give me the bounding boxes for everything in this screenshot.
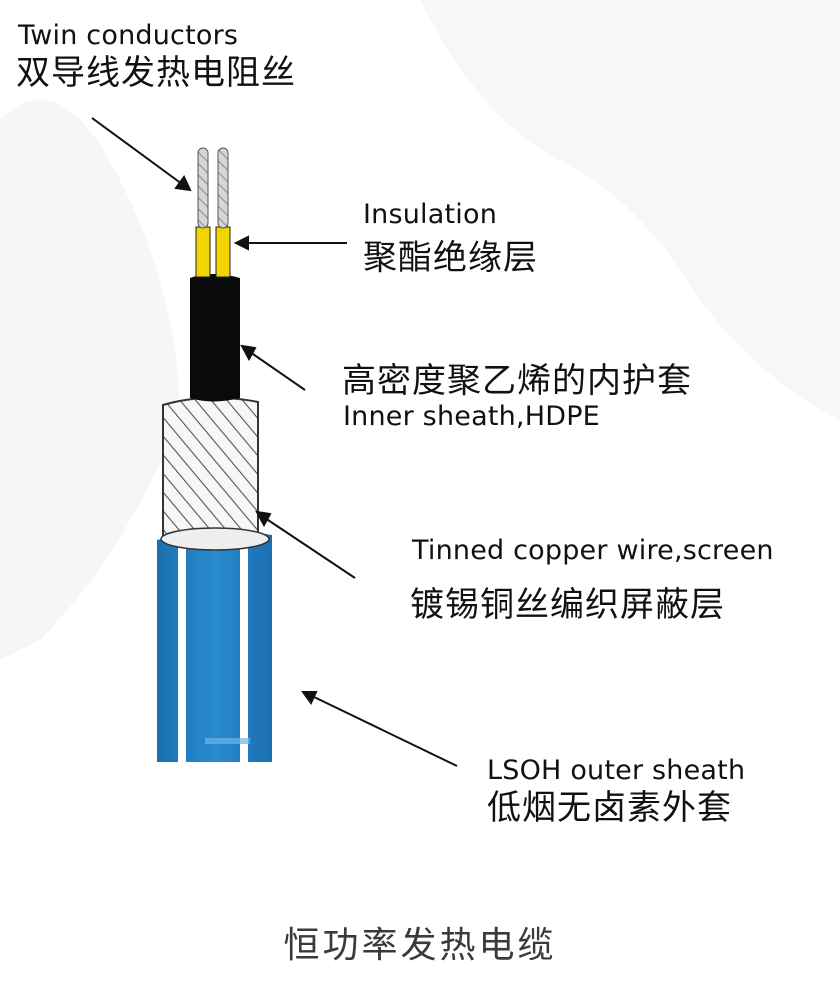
background-shape	[0, 100, 180, 660]
insulation-label-zh: 聚酯绝缘层	[363, 238, 538, 278]
conductors-label-en: Twin conductors	[18, 20, 239, 51]
outer-sheath-stripe	[240, 540, 248, 762]
background-shape	[420, 0, 840, 420]
inner-sheath-label-en: Inner sheath,HDPE	[343, 401, 600, 432]
outer-sheath-label-en: LSOH outer sheath	[487, 755, 746, 786]
diagram-caption: 恒功率发热电缆	[283, 925, 557, 966]
inner-sheath	[190, 274, 240, 402]
insulation	[195, 226, 231, 278]
screen-label-en: Tinned copper wire,screen	[412, 535, 774, 566]
inner-sheath-label-zh: 高密度聚乙烯的内护套	[342, 361, 692, 401]
copper-screen	[160, 396, 270, 551]
screen-label-zh: 镀锡铜丝编织屏蔽层	[410, 585, 725, 625]
pointer-arrows	[91, 117, 458, 767]
outer-sheath-label-zh: 低烟无卤素外套	[487, 788, 732, 828]
insulation-label-en: Insulation	[363, 199, 498, 230]
outer-sheath	[157, 531, 272, 762]
twin-conductors	[197, 147, 229, 229]
outer-sheath-stripe	[178, 545, 186, 762]
conductors-label-zh: 双导线发热电阻丝	[16, 53, 296, 93]
